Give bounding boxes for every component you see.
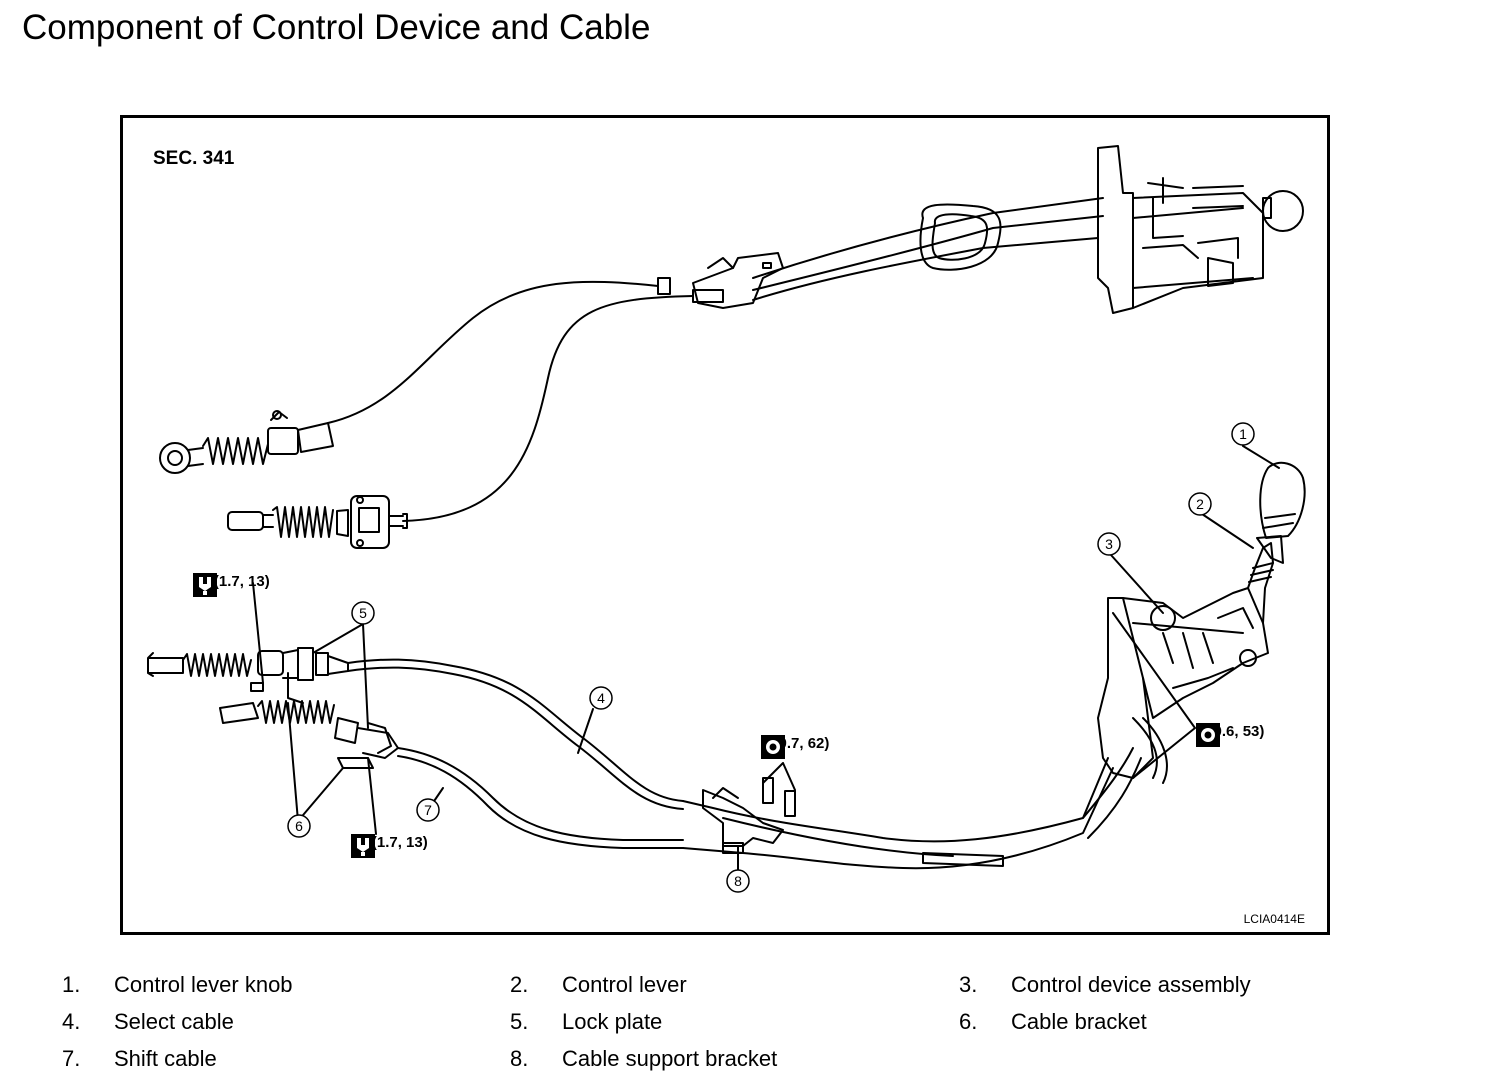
legend-label: Cable bracket	[1011, 1009, 1147, 1034]
legend-number: 7.	[62, 1046, 81, 1071]
upper-cable-a	[327, 280, 659, 424]
legend-label: Select cable	[114, 1009, 234, 1034]
callout-1: 1	[1239, 426, 1247, 442]
callout-5: 5	[359, 605, 367, 621]
torque-spec-upper-left: 17 (1.7, 13)	[193, 573, 270, 597]
bolt-torque-icon	[1196, 723, 1220, 747]
legend-number: 8.	[510, 1046, 529, 1071]
callout-2: 2	[1196, 496, 1204, 512]
upper-control-device	[1097, 145, 1134, 314]
torque-wrench-icon	[351, 834, 375, 858]
shift-cable	[397, 747, 684, 841]
legend-label: Lock plate	[562, 1009, 663, 1034]
legend-number: 3.	[959, 972, 978, 997]
callout-6-circle	[287, 814, 311, 838]
callout-7: 7	[424, 802, 432, 818]
callout-8: 8	[734, 873, 742, 889]
callout-2-circle	[1188, 492, 1212, 516]
select-rod-end	[147, 652, 184, 677]
callout-7-circle	[416, 798, 440, 822]
bolt-torque-icon	[761, 735, 785, 759]
legend-label: Control lever	[562, 972, 687, 997]
diagram-frame: 1 2 3 4 5 6 7 8 SEC. 341 17 (1.7, 13) 17…	[120, 115, 1330, 935]
legend-label: Shift cable	[114, 1046, 217, 1071]
upper-eye-end	[159, 442, 191, 474]
callout-3-circle	[1097, 532, 1121, 556]
callout-6: 6	[295, 818, 303, 834]
section-label: SEC. 341	[153, 148, 235, 169]
legend-label: Control lever knob	[114, 972, 293, 997]
callout-4: 4	[597, 690, 605, 706]
callout-4-circle	[589, 686, 613, 710]
torque-spec-lower-left: 17 (1.7, 13)	[351, 834, 428, 858]
exploded-diagram: 1 2 3 4 5 6 7 8	[147, 145, 1306, 893]
page-title: Component of Control Device and Cable	[22, 8, 651, 47]
upper-cable-b	[402, 295, 694, 522]
callout-8-circle	[726, 869, 750, 893]
upper-grommet	[919, 203, 1002, 271]
figure-code: LCIA0414E	[1243, 912, 1305, 926]
upper-rod-end	[227, 511, 264, 531]
legend-number: 1.	[62, 972, 81, 997]
cable-sleeve	[922, 852, 1004, 867]
upper-bracket	[692, 252, 784, 309]
cable-support-bracket	[702, 789, 784, 847]
lower-knob	[1259, 461, 1306, 539]
legend-number: 6.	[959, 1009, 978, 1034]
legend-number: 2.	[510, 972, 529, 997]
legend-label: Control device assembly	[1011, 972, 1251, 997]
legend-number: 5.	[510, 1009, 529, 1034]
callout-1-circle	[1231, 422, 1255, 446]
select-cable	[347, 658, 684, 802]
callout-3: 3	[1105, 536, 1113, 552]
shift-rod-end	[219, 702, 259, 724]
torque-spec-center: 7 (0.7, 62)	[761, 735, 829, 759]
legend-number: 4.	[62, 1009, 81, 1034]
callout-5-circle	[351, 601, 375, 625]
legend-label: Cable support bracket	[562, 1046, 778, 1071]
torque-spec-right: 6 (0.6, 53)	[1196, 723, 1264, 747]
torque-wrench-icon	[193, 573, 217, 597]
